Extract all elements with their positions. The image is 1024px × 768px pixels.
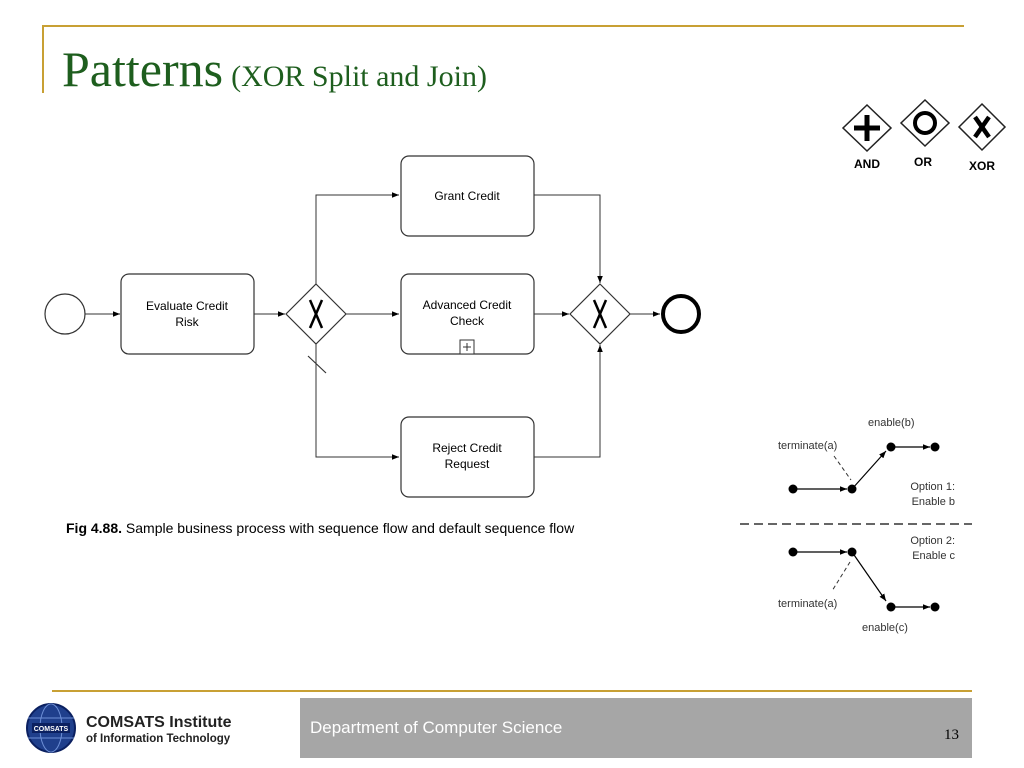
task-reject-label-1: Reject Credit (432, 441, 502, 455)
institute-name: COMSATS Institute (86, 714, 232, 731)
title-rule-vertical (42, 25, 44, 93)
option2-node-end (930, 602, 940, 612)
option1-node-end (930, 442, 940, 452)
terminate-a-bottom-dashed-line (831, 561, 851, 592)
footer-rule (52, 690, 972, 692)
flow-reject-to-join (534, 345, 603, 458)
task-advanced-label-2: Check (450, 314, 485, 328)
comsats-logo: COMSATS COMSATS Institute of Information… (26, 703, 232, 753)
enable-b-label: enable(b) (868, 417, 914, 429)
flow-split-to-reject-default (315, 344, 399, 460)
task-advanced-label-1: Advanced Credit (423, 298, 512, 312)
xor-label: XOR (969, 159, 995, 173)
xor-gateway-icon (957, 102, 1007, 152)
task-reject-label-2: Request (445, 457, 490, 471)
default-flow-marker (307, 355, 327, 374)
or-label: OR (914, 155, 932, 169)
figure-caption: Fig 4.88. Sample business process with s… (66, 520, 574, 536)
option1-label-1: Option 1: (910, 481, 955, 493)
or-gateway-icon (899, 98, 951, 148)
slide-title-main: Patterns (62, 41, 224, 97)
end-event (661, 294, 701, 334)
terminate-a-top-dashed-line (833, 455, 852, 481)
start-event (44, 293, 86, 335)
option1-label-2: Enable b (912, 496, 955, 508)
slide-title: Patterns(XOR Split and Join) (62, 40, 487, 98)
flow-grant-to-join (534, 194, 603, 283)
option2-edge-2 (851, 551, 887, 602)
slide-title-sub: (XOR Split and Join) (231, 60, 487, 93)
page-number: 13 (944, 727, 959, 743)
figure-caption-label: Fig 4.88. (66, 520, 123, 536)
comsats-emblem-text: COMSATS (34, 726, 69, 733)
flow-split-to-grant (315, 192, 399, 284)
title-rule-horizontal (42, 25, 964, 27)
footer-department-bar (300, 698, 972, 758)
gateway-legend: AND OR XOR (841, 98, 1007, 173)
terminate-a-bottom-label: terminate(a) (778, 598, 837, 610)
task-evaluate-label-1: Evaluate Credit (146, 299, 229, 313)
xor-join-gateway (569, 283, 631, 345)
institute-subtitle: of Information Technology (86, 733, 231, 745)
option1-edge-2 (851, 450, 887, 490)
xor-split-gateway (285, 283, 347, 345)
figure-caption-text: Sample business process with sequence fl… (122, 520, 575, 536)
option-diagram: enable(b) terminate(a) Option 1: Enable … (740, 417, 972, 634)
task-evaluate-credit-risk (120, 273, 255, 355)
subprocess-plus-icon (459, 339, 475, 355)
and-gateway-icon (841, 103, 893, 153)
and-label: AND (854, 157, 880, 171)
option2-label-2: Enable c (912, 550, 955, 562)
terminate-a-top-label: terminate(a) (778, 440, 837, 452)
department-name: Department of Computer Science (310, 718, 563, 737)
enable-c-label: enable(c) (862, 622, 908, 634)
task-grant-credit (400, 155, 535, 237)
option2-label-1: Option 2: (910, 535, 955, 547)
task-grant-label: Grant Credit (434, 189, 500, 203)
task-evaluate-label-2: Risk (175, 315, 199, 329)
